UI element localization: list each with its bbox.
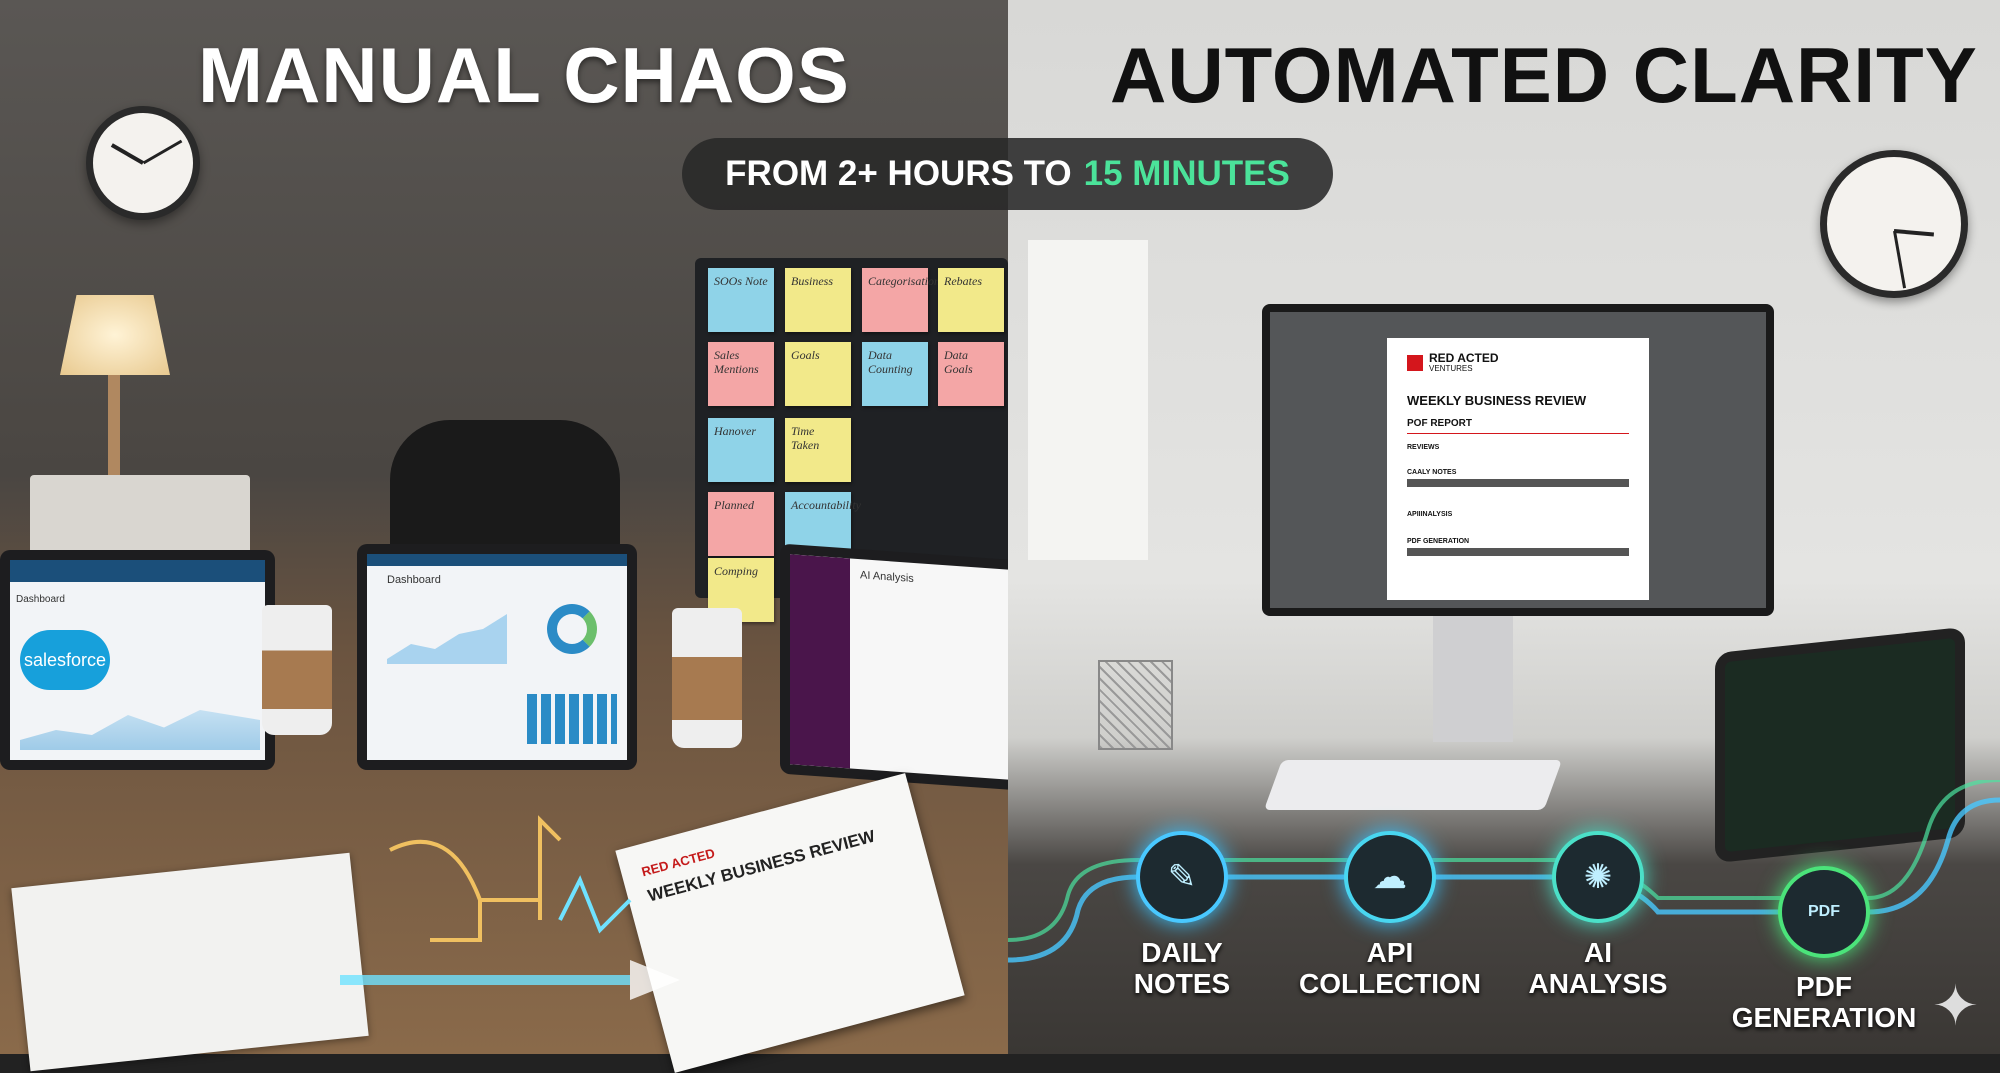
laptop-dashboard: Dashboard (357, 544, 637, 770)
dashboard-title: Dashboard (387, 574, 441, 586)
cloud-gear-icon: ☁ (1344, 831, 1436, 923)
left-title: MANUAL CHAOS (198, 31, 850, 119)
sticky-note: Planned (708, 492, 774, 556)
chat-title: AI Analysis (860, 569, 914, 585)
time-savings-banner: FROM 2+ HOURS TO 15 MINUTES (682, 138, 1333, 210)
sticky-note: Data Counting (862, 342, 928, 406)
sticky-note: Hanover (708, 418, 774, 482)
salesforce-logo: salesforce (20, 630, 110, 690)
laptop-salesforce: salesforce Dashboard (0, 550, 275, 770)
lamp (60, 295, 170, 375)
sticky-note: Sales Mentions (708, 342, 774, 406)
sticky-note: SOOs Note (708, 268, 774, 332)
lamp-stand (108, 375, 120, 485)
chaotic-flow-arrows (340, 815, 680, 1000)
sticky-note: Categorisation (862, 268, 940, 332)
section-heading: PDF GENERATION (1407, 538, 1470, 545)
banner-highlight: 15 MINUTES (1083, 154, 1290, 193)
sparkle-icon: ✦ (1932, 974, 1979, 1037)
section-heading: REVIEWS (1407, 444, 1440, 451)
pdf-report: RED ACTED VENTURES WEEKLY BUSINESS REVIE… (1387, 338, 1649, 600)
brain-icon: ✺ (1552, 831, 1644, 923)
notes-pencil-icon: ✎ (1136, 831, 1228, 923)
report-subtitle: POF REPORT (1407, 418, 1629, 434)
spreadsheet-papers (11, 852, 369, 1072)
right-title: AUTOMATED CLARITY (1110, 31, 1978, 119)
sticky-note: Time Taken (785, 418, 851, 482)
coffee-cup (262, 605, 332, 735)
sticky-note: Business (785, 268, 851, 332)
coffee-cup (672, 608, 742, 748)
pdf-file-icon: PDF (1778, 866, 1870, 958)
sticky-note: Data Goals (938, 342, 1004, 406)
wall-clock-right (1820, 150, 1968, 298)
sticky-note: Goals (785, 342, 851, 406)
section-heading: CAALY NOTES (1407, 469, 1457, 476)
pen-holder (1098, 660, 1173, 750)
shelf (1028, 240, 1148, 560)
monitor-stand (1433, 612, 1513, 742)
dashboard-title: Dashboard (16, 594, 65, 605)
banner-prefix: FROM 2+ HOURS TO (725, 154, 1072, 193)
brand-subname: VENTURES (1429, 364, 1473, 373)
section-heading: APIIINALYSIS (1407, 511, 1453, 518)
laptop-chat: AI Analysis (780, 543, 1020, 791)
sticky-note: Rebates (938, 268, 1004, 332)
report-title: WEEKLY BUSINESS REVIEW (1407, 393, 1587, 408)
brand-logo-square (1407, 354, 1423, 371)
wall-clock-left (86, 106, 200, 220)
brand-name: RED ACTED (1429, 351, 1499, 365)
